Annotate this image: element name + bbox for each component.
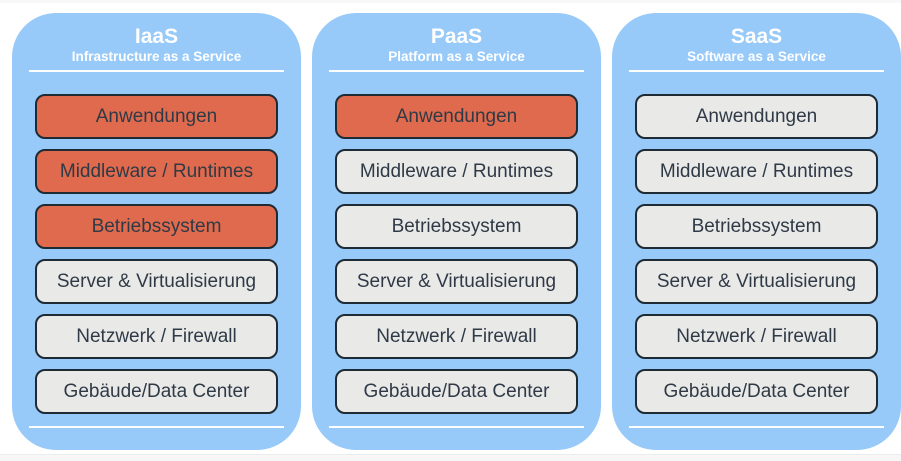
footer-divider [329,426,584,428]
layer-box-betriebssystem: Betriebssystem [335,204,578,249]
layer-box-netzwerk-firewall: Netzwerk / Firewall [335,314,578,359]
layer-box-gebaeude-data-center: Gebäude/Data Center [35,369,278,414]
layer-box-server-virtualisierung: Server & Virtualisierung [635,259,878,304]
columns-row: IaaS Infrastructure as a Service Anwendu… [12,13,901,450]
layer-box-netzwerk-firewall: Netzwerk / Firewall [35,314,278,359]
column-title: PaaS [430,25,483,48]
column-title: IaaS [134,25,179,48]
column-subtitle: Infrastructure as a Service [71,49,242,64]
layer-stack: Anwendungen Middleware / Runtimes Betrie… [35,94,278,414]
service-model-column-paas: PaaS Platform as a Service Anwendungen M… [312,13,601,450]
service-model-column-saas: SaaS Software as a Service Anwendungen M… [612,13,901,450]
column-title: SaaS [730,25,783,48]
layer-box-gebaeude-data-center: Gebäude/Data Center [635,369,878,414]
layer-box-anwendungen: Anwendungen [35,94,278,139]
footer-divider [629,426,884,428]
layer-box-middleware-runtimes: Middleware / Runtimes [635,149,878,194]
layer-box-middleware-runtimes: Middleware / Runtimes [335,149,578,194]
service-model-column-iaas: IaaS Infrastructure as a Service Anwendu… [12,13,301,450]
layer-box-netzwerk-firewall: Netzwerk / Firewall [635,314,878,359]
column-subtitle: Software as a Service [687,49,826,64]
layer-stack: Anwendungen Middleware / Runtimes Betrie… [335,94,578,414]
layer-box-server-virtualisierung: Server & Virtualisierung [35,259,278,304]
footer-divider [29,426,284,428]
column-subtitle: Platform as a Service [388,49,525,64]
layer-box-server-virtualisierung: Server & Virtualisierung [335,259,578,304]
header-divider [329,70,584,72]
layer-stack: Anwendungen Middleware / Runtimes Betrie… [635,94,878,414]
layer-box-gebaeude-data-center: Gebäude/Data Center [335,369,578,414]
layer-box-middleware-runtimes: Middleware / Runtimes [35,149,278,194]
header-divider [29,70,284,72]
header-divider [629,70,884,72]
layer-box-betriebssystem: Betriebssystem [635,204,878,249]
bottom-edge-strip [0,454,901,461]
top-edge-strip [0,0,901,3]
layer-box-anwendungen: Anwendungen [635,94,878,139]
layer-box-anwendungen: Anwendungen [335,94,578,139]
layer-box-betriebssystem: Betriebssystem [35,204,278,249]
